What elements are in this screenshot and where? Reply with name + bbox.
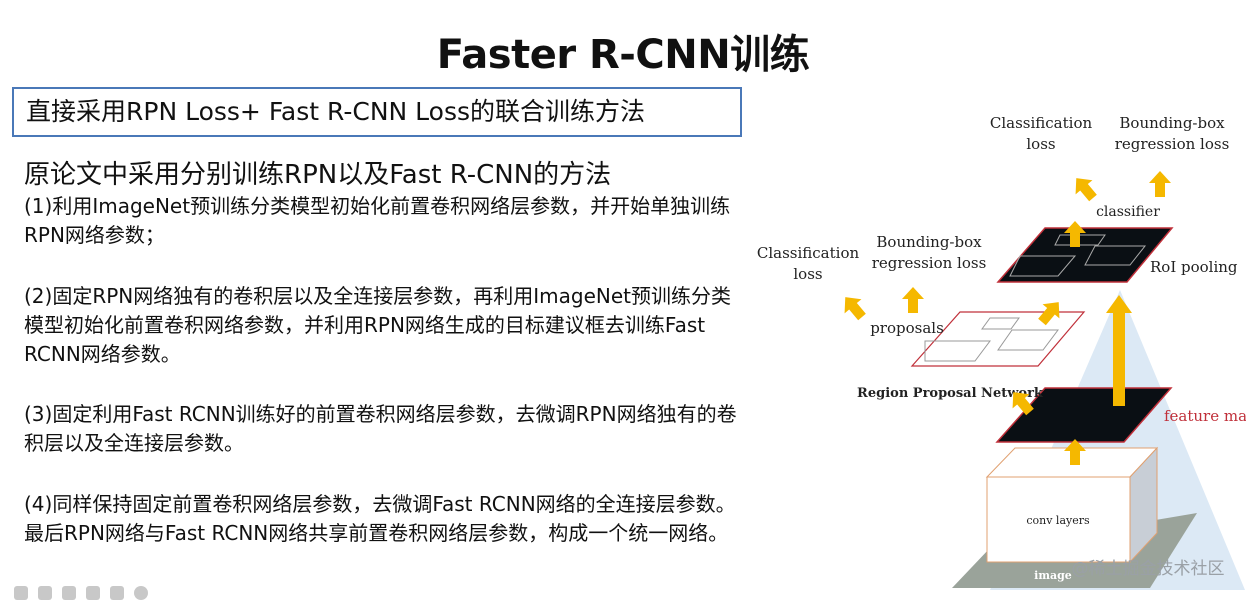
- step-4: (4)同样保持固定前置卷积网络层参数，去微调Fast RCNN网络的全连接层参数…: [24, 492, 736, 545]
- slide-title: Faster R-CNN训练: [436, 32, 810, 78]
- next-slide-icon[interactable]: [110, 586, 124, 600]
- roi-pooling-label: RoI pooling: [1150, 258, 1238, 276]
- proposal-box: [981, 317, 1020, 330]
- zoom-icon[interactable]: [134, 586, 148, 600]
- roi-box: [1054, 234, 1106, 246]
- proposal-box: [997, 329, 1059, 351]
- feature-maps-plane: [995, 387, 1173, 443]
- proposal-box: [924, 340, 991, 362]
- arrow-up-icon: [1067, 171, 1102, 206]
- highlight-box: 直接采用RPN Loss+ Fast R-CNN Loss的联合训练方法: [12, 87, 742, 137]
- eraser-icon[interactable]: [62, 586, 76, 600]
- step-2: (2)固定RPN网络独有的卷积层以及全连接层参数，再利用ImageNet预训练分…: [24, 284, 731, 366]
- conv-box-front: [986, 476, 1131, 563]
- arrow-up-icon: [1106, 295, 1132, 406]
- step-1: (1)利用ImageNet预训练分类模型初始化前置卷积网络层参数，并开始单独训练…: [24, 194, 731, 247]
- arrow-up-icon: [836, 290, 871, 325]
- image-label: image: [1034, 569, 1072, 582]
- roi-box: [1009, 255, 1077, 277]
- roi-plane: [996, 227, 1174, 283]
- conv-layers-label: conv layers: [1026, 514, 1090, 527]
- roi-box: [1084, 245, 1147, 266]
- pen-icon[interactable]: [38, 586, 52, 600]
- prev-slide-icon[interactable]: [14, 586, 28, 600]
- step-3: (3)固定利用Fast RCNN训练好的前置卷积网络层参数，去微调RPN网络独有…: [24, 402, 737, 455]
- classifier-label: classifier: [1096, 204, 1160, 220]
- proposals-plane: [910, 311, 1086, 367]
- arrow-up-icon: [1149, 171, 1171, 197]
- rpn-label: Region Proposal Network: [857, 386, 1044, 401]
- arrow-up-icon: [902, 287, 924, 313]
- feature-maps-label: feature maps: [1164, 407, 1246, 425]
- proposals-label: proposals: [870, 319, 944, 337]
- slides-icon[interactable]: [86, 586, 100, 600]
- watermark: @稀土掘金技术社区: [1072, 559, 1225, 579]
- subtitle: 原论文中采用分别训练RPN以及Fast R-CNN的方法: [24, 160, 612, 190]
